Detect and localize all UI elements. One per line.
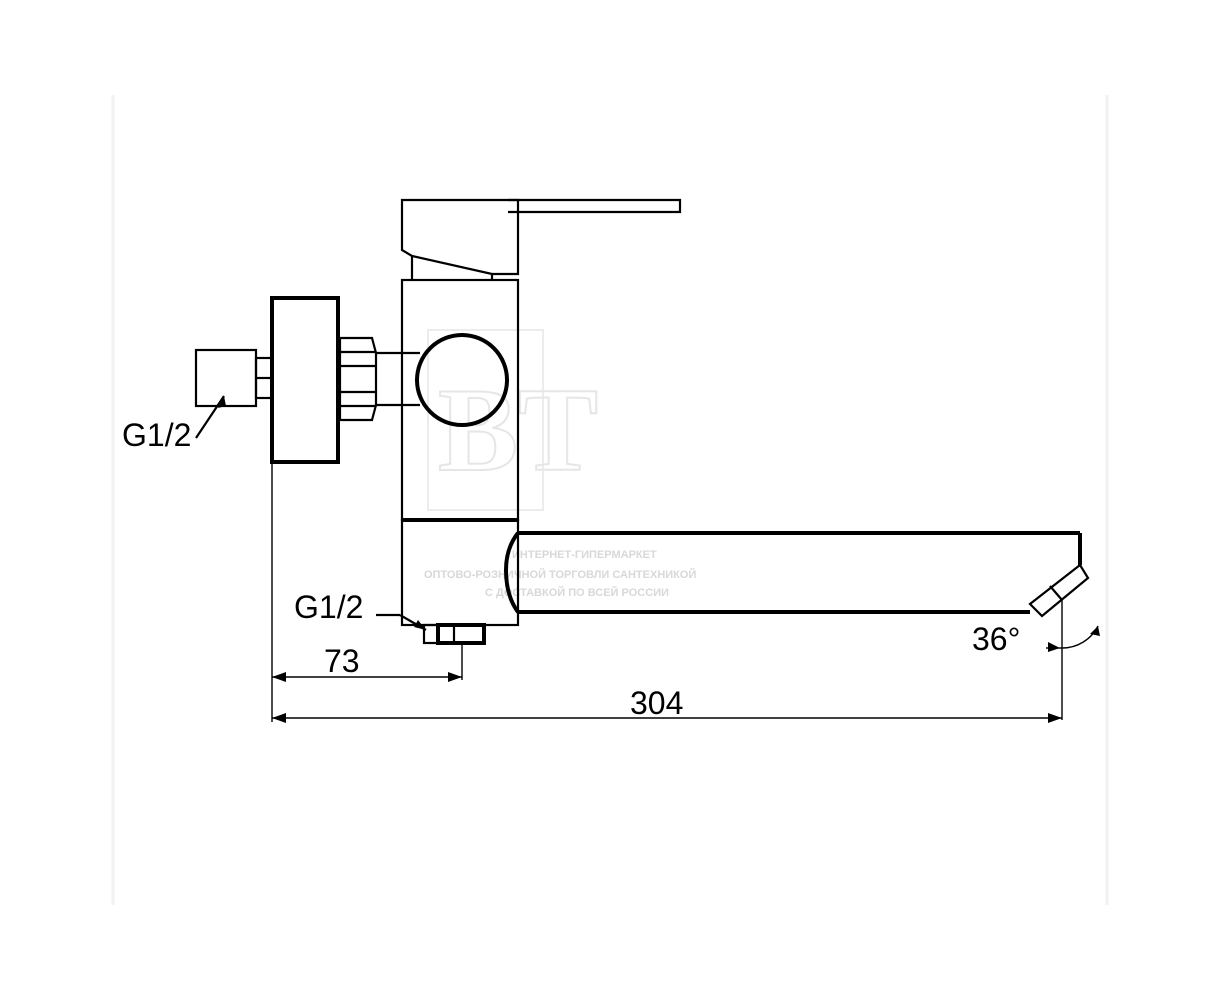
angle-label: 36° bbox=[972, 621, 1020, 657]
hex-nut bbox=[338, 336, 378, 422]
angle-indicator bbox=[1046, 600, 1100, 720]
wall-flange bbox=[270, 296, 340, 464]
dimension-304: 304 bbox=[630, 685, 683, 721]
spout bbox=[503, 531, 1082, 614]
lower-outlet bbox=[422, 623, 486, 680]
lever-handle bbox=[400, 198, 682, 280]
thread-leader-bottom bbox=[376, 613, 427, 631]
thread-label-top: G1/2 bbox=[122, 417, 191, 453]
mixer-body bbox=[400, 278, 520, 627]
watermark-line-2: ОПТОВО-РОЗНИЧНОЙ ТОРГОВЛИ САНТЕХНИКОЙ bbox=[424, 568, 696, 581]
thread-label-bottom: G1/2 bbox=[294, 589, 363, 625]
watermark-line-3: С ДОСТАВКОЙ ПО ВСЕЙ РОССИИ bbox=[485, 586, 669, 599]
dimension-73: 73 bbox=[324, 643, 360, 679]
page-frame bbox=[111, 95, 1109, 905]
watermark: BT ИНТЕРНЕТ-ГИПЕРМАРКЕТ ОПТОВО-РОЗНИЧНОЙ… bbox=[424, 329, 696, 599]
thread-leader-top bbox=[195, 395, 226, 439]
dimension-lines bbox=[271, 462, 1062, 723]
aerator-nozzle bbox=[1028, 563, 1090, 618]
eccentric-inlet bbox=[194, 348, 274, 408]
connecting-arm bbox=[376, 351, 420, 407]
watermark-line-1: ИНТЕРНЕТ-ГИПЕРМАРКЕТ bbox=[512, 549, 657, 561]
